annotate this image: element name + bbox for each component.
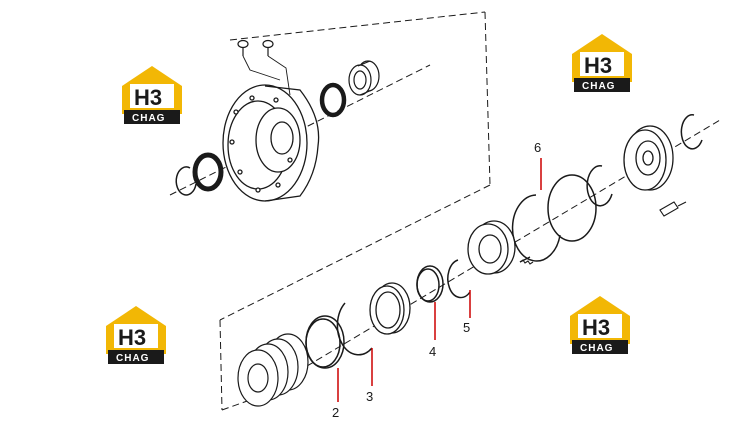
upper-snap-ring-left	[175, 166, 197, 196]
logo-word: CHAG	[582, 81, 615, 92]
watermark-logo: H3 CHAG	[570, 296, 630, 354]
callout-4: 4	[429, 344, 436, 359]
logo-mark: H3	[118, 325, 146, 350]
end-cover-disk	[623, 125, 674, 191]
small-screw	[659, 201, 687, 217]
piston-ring-pair	[511, 174, 597, 262]
logo-mark: H3	[584, 53, 612, 78]
callout-labels: 6 5 4 3 2	[332, 140, 541, 420]
clutch-hub	[467, 220, 531, 275]
watermark-logo: H3 CHAG	[572, 34, 632, 92]
upper-seal-ring	[319, 82, 347, 118]
friction-disc-stack	[237, 333, 309, 407]
o-ring-4	[416, 265, 444, 303]
logo-word: CHAG	[116, 353, 149, 364]
bolt-leader-lines	[242, 55, 291, 96]
callout-2: 2	[332, 405, 339, 420]
planet-carrier-housing	[222, 84, 320, 202]
callout-6: 6	[534, 140, 541, 155]
bolt-right	[262, 39, 274, 56]
logo-word: CHAG	[580, 343, 613, 354]
assembly-axis-lines	[169, 11, 721, 411]
logo-mark: H3	[582, 315, 610, 340]
callout-3: 3	[366, 389, 373, 404]
watermark-logo: H3 CHAG	[122, 66, 182, 124]
seal-ring-3	[336, 302, 373, 356]
logo-word: CHAG	[132, 113, 165, 124]
upper-thrust-washer	[192, 152, 224, 192]
callout-leaders	[337, 158, 542, 402]
snap-ring-far-right	[680, 114, 703, 150]
bolt-left	[237, 39, 249, 56]
piston-cup	[369, 282, 411, 335]
needle-bearing	[348, 60, 380, 96]
logo-mark: H3	[134, 85, 162, 110]
o-ring-2	[305, 315, 345, 369]
spring-pin	[519, 259, 534, 265]
retaining-ring-5	[447, 259, 471, 299]
watermark-logo: H3 CHAG	[106, 306, 166, 364]
callout-5: 5	[463, 320, 470, 335]
snap-ring-right	[586, 165, 613, 207]
